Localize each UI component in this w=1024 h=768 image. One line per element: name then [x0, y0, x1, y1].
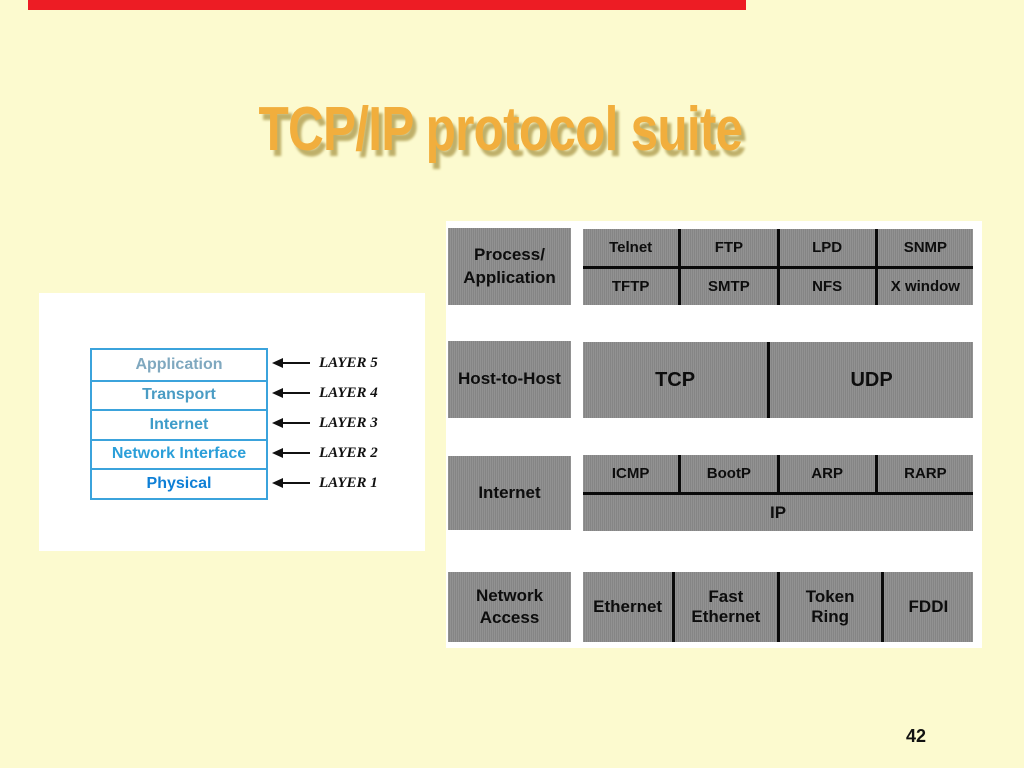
- cell-ethernet: Ethernet: [583, 572, 676, 642]
- layer4-pointer: LAYER 4: [272, 384, 378, 401]
- cell-telnet: Telnet: [583, 229, 682, 266]
- layer1-label: LAYER 1: [319, 474, 378, 491]
- cell-icmp: ICMP: [583, 455, 682, 492]
- cell-snmp: SNMP: [877, 229, 973, 266]
- cell-ip: IP: [583, 494, 973, 531]
- layer-label-physical: Physical: [146, 474, 212, 492]
- arrow-shaft: [283, 482, 310, 484]
- layer5-label: LAYER 5: [319, 354, 378, 371]
- left-arrow-icon: [272, 358, 283, 368]
- layer3-label: LAYER 3: [319, 414, 378, 431]
- layer-stack: Application Transport Internet Network I…: [90, 348, 268, 500]
- process-application-grid: Telnet FTP LPD SNMP TFTP SMTP NFS X wind…: [583, 229, 973, 305]
- cell-tcp: TCP: [583, 342, 771, 418]
- grid-subrow: Ethernet Fast Ethernet Token Ring FDDI: [583, 572, 973, 642]
- network-access-grid: Ethernet Fast Ethernet Token Ring FDDI: [583, 572, 973, 642]
- row-label-line: Access: [479, 608, 540, 627]
- layer-row-physical: Physical: [92, 468, 266, 498]
- cell-smtp: SMTP: [681, 268, 780, 305]
- horizontal-divider: [583, 265, 973, 269]
- grid-subrow: Telnet FTP LPD SNMP: [583, 229, 973, 266]
- layer-row-internet: Internet: [92, 409, 266, 439]
- arrow-shaft: [283, 452, 310, 454]
- row-label-process-application: Process/ Application: [448, 228, 571, 305]
- layer3-pointer: LAYER 3: [272, 414, 378, 431]
- internet-grid: ICMP BootP ARP RARP IP: [583, 455, 973, 531]
- grid-subrow: TCP UDP: [583, 342, 973, 418]
- row-label-network-access: Network Access: [448, 572, 571, 642]
- cell-lpd: LPD: [779, 229, 878, 266]
- layer-row-network-interface: Network Interface: [92, 438, 266, 469]
- left-arrow-icon: [272, 388, 283, 398]
- layer-row-transport: Transport: [92, 379, 266, 410]
- arrow-shaft: [283, 422, 310, 424]
- cell-bootp: BootP: [681, 455, 780, 492]
- grid-subrow: IP: [583, 494, 973, 531]
- left-arrow-icon: [272, 418, 283, 428]
- layer2-label: LAYER 2: [319, 444, 378, 461]
- layer-row-application: Application: [92, 350, 266, 380]
- protocol-suite-panel: Process/ Application Telnet FTP LPD SNMP…: [446, 221, 982, 648]
- row-label-line: Application: [463, 267, 556, 287]
- host-to-host-grid: TCP UDP: [583, 342, 973, 418]
- cell-nfs: NFS: [779, 268, 878, 305]
- horizontal-divider: [583, 491, 973, 495]
- row-label-line: Network: [475, 585, 544, 605]
- cell-token-ring: Token Ring: [779, 572, 884, 642]
- row-label-line: Host-to-Host: [458, 369, 561, 389]
- cell-udp: UDP: [770, 342, 973, 418]
- layer-label-transport: Transport: [142, 386, 216, 404]
- row-label-host-to-host: Host-to-Host: [448, 341, 571, 418]
- left-arrow-icon: [272, 478, 283, 488]
- left-arrow-icon: [272, 448, 283, 458]
- top-red-bar: [28, 0, 746, 10]
- layer2-pointer: LAYER 2: [272, 444, 378, 461]
- cell-rarp: RARP: [877, 455, 973, 492]
- cell-tftp: TFTP: [583, 268, 682, 305]
- grid-subrow: TFTP SMTP NFS X window: [583, 268, 973, 305]
- layer5-pointer: LAYER 5: [272, 354, 378, 371]
- page-title: TCP/IP protocol suite: [0, 94, 1000, 165]
- cell-fast-ethernet: Fast Ethernet: [675, 572, 780, 642]
- arrow-shaft: [283, 362, 310, 364]
- arrow-shaft: [283, 392, 310, 394]
- cell-arp: ARP: [779, 455, 878, 492]
- cell-x-window: X window: [877, 268, 973, 305]
- layer-label-internet: Internet: [149, 415, 209, 433]
- layer-label-application: Application: [135, 355, 223, 373]
- row-label-line: Internet: [478, 482, 541, 502]
- row-label-line: Process/: [474, 245, 545, 265]
- page-number: 42: [906, 726, 927, 746]
- cell-fddi: FDDI: [883, 572, 973, 642]
- layer1-pointer: LAYER 1: [272, 474, 378, 491]
- page-title-text: TCP/IP protocol suite: [258, 95, 743, 164]
- layer-label-network-interface: Network Interface: [111, 445, 247, 463]
- cell-ftp: FTP: [681, 229, 780, 266]
- layer4-label: LAYER 4: [319, 384, 378, 401]
- grid-subrow: ICMP BootP ARP RARP: [583, 455, 973, 492]
- layers-diagram-panel: Application Transport Internet Network I…: [39, 293, 425, 551]
- row-label-internet: Internet: [448, 456, 571, 530]
